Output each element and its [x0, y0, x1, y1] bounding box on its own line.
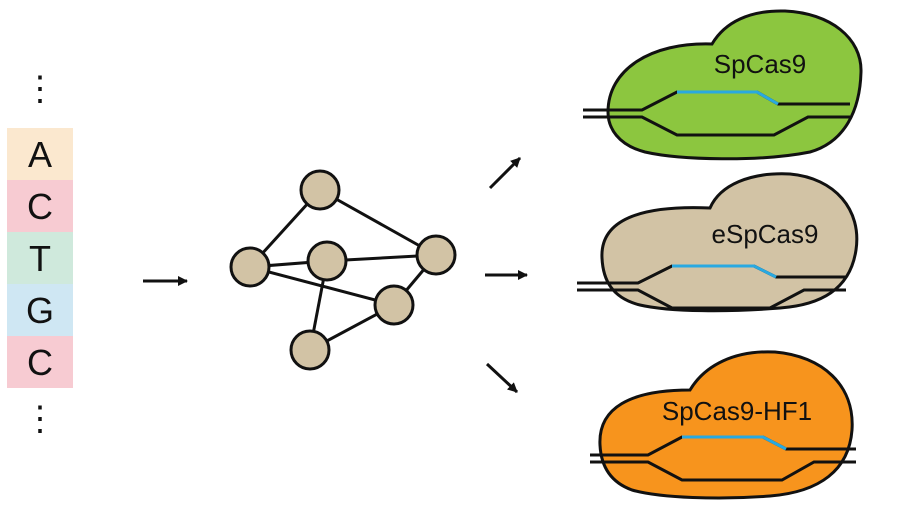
base-letter-5: C	[27, 342, 53, 383]
base-box-1	[7, 128, 73, 180]
guide-rna-strand	[682, 435, 787, 451]
enzyme-espcas9: eSpCas9	[577, 172, 859, 313]
enzyme-body	[598, 350, 854, 500]
arrow-to-enzyme-3	[485, 362, 519, 394]
base-box-5	[7, 336, 73, 388]
network-node	[415, 234, 457, 276]
network-node	[306, 240, 348, 282]
guide-rna-strand	[672, 264, 777, 279]
base-box-3	[7, 232, 73, 284]
sequence-top-ellipsis: ⋮	[23, 70, 57, 108]
network-graph	[229, 169, 457, 371]
dna-sequence: ⋮ A C T G C ⋮	[7, 70, 73, 438]
network-edge	[319, 188, 437, 257]
sequence-bottom-ellipsis: ⋮	[23, 400, 57, 438]
enzyme-label: SpCas9	[714, 49, 807, 79]
base-letter-3: T	[29, 238, 51, 279]
base-letter-2: C	[27, 186, 53, 227]
arrow-to-enzyme-1	[488, 156, 522, 190]
enzyme-label: eSpCas9	[712, 219, 819, 249]
network-node	[299, 169, 341, 211]
base-box-4	[7, 284, 73, 336]
base-letter-4: G	[26, 290, 54, 331]
base-letter-1: A	[28, 134, 52, 175]
base-box-2	[7, 180, 73, 232]
guide-rna-strand	[677, 90, 779, 106]
enzyme-body	[606, 9, 863, 161]
network-node	[229, 246, 271, 288]
enzyme-spcas9-hf1: SpCas9-HF1	[590, 350, 856, 500]
network-node	[373, 284, 415, 326]
enzyme-label: SpCas9-HF1	[662, 396, 812, 426]
enzyme-spcas9: SpCas9	[583, 9, 863, 161]
network-node	[289, 329, 331, 371]
